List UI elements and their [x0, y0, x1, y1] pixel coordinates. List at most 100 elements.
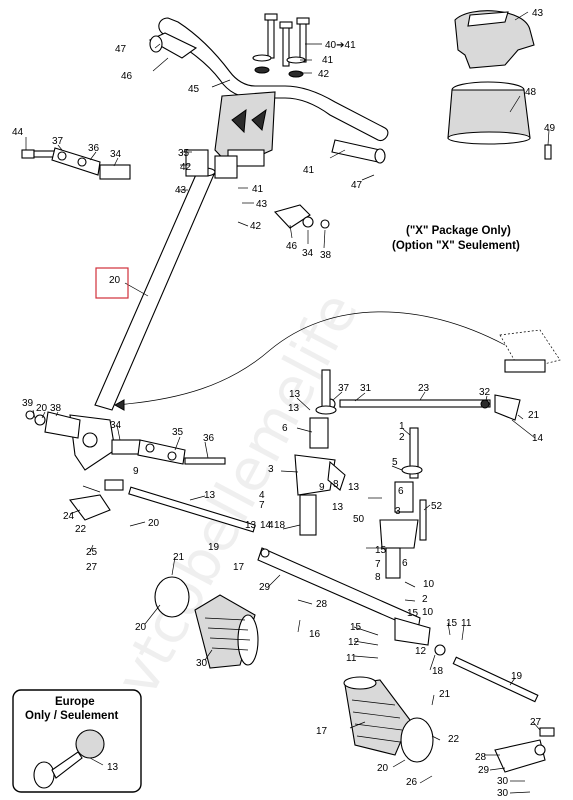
callout-16: 16: [309, 629, 321, 640]
callout-10: 10: [423, 579, 435, 590]
callout-36: 36: [203, 433, 215, 444]
arrow-head: [113, 399, 125, 411]
callout-29: 29: [259, 582, 271, 593]
callout-26: 26: [406, 777, 418, 788]
callout-52: 52: [431, 501, 443, 512]
callout-19: 19: [208, 542, 220, 553]
callout-21: 21: [173, 552, 185, 563]
callout-28: 28: [475, 752, 487, 763]
callout-13: 13: [204, 490, 216, 501]
boot-clamp-ring: [154, 576, 190, 618]
callout-17: 17: [316, 726, 328, 737]
column-lower-bracket: [69, 414, 116, 471]
callout-48: 48: [525, 87, 537, 98]
lower-tie-rod: [69, 479, 256, 533]
callout-14: 14: [532, 433, 544, 444]
right-spindle: [294, 369, 346, 536]
callout-39: 39: [22, 398, 34, 409]
europe-note-line2: Only / Seulement: [25, 710, 118, 722]
callout-23: 23: [418, 383, 430, 394]
callout-15: 15: [350, 622, 362, 633]
callout-20: 20: [377, 763, 389, 774]
callout-highlight-box: [95, 267, 129, 299]
left-boot: [194, 594, 259, 669]
callout-40-41: 40➔41: [325, 40, 356, 51]
lower-boot-clamp-ring: [400, 717, 434, 763]
x-package-note-line1: ("X" Package Only): [406, 225, 511, 237]
callout-20: 20: [148, 518, 160, 529]
upper-tie-rod: [324, 394, 521, 421]
callout-2: 2: [422, 594, 428, 605]
callout-30: 30: [497, 788, 509, 799]
steering-column: [94, 149, 238, 411]
callout-15: 15: [375, 545, 387, 556]
callout-46: 46: [121, 71, 133, 82]
callout-35: 35: [178, 148, 190, 159]
callout-11: 11: [346, 653, 357, 664]
callout-13: 13: [107, 762, 119, 773]
callout-11: 11: [461, 618, 472, 629]
callout-22: 22: [448, 734, 460, 745]
callout-17: 17: [233, 562, 245, 573]
callout-36: 36: [88, 143, 100, 154]
callout-7: 7: [259, 500, 265, 511]
callout-44: 44: [12, 127, 24, 138]
callout-42: 42: [318, 69, 330, 80]
callout-30: 30: [196, 658, 208, 669]
callout-9: 9: [319, 482, 325, 493]
callout-34: 34: [110, 149, 122, 160]
callout-43: 43: [175, 185, 187, 196]
callout-15: 15: [446, 618, 458, 629]
callout-10: 10: [422, 607, 434, 618]
callout-30: 30: [497, 776, 509, 787]
callout-15: 15: [407, 608, 419, 619]
lower-left-steering-arm: [25, 410, 81, 439]
callout-27: 27: [530, 717, 542, 728]
column-boot: [447, 81, 531, 145]
leader-lines: [25, 11, 550, 794]
callout-21: 21: [528, 410, 540, 421]
callout-12: 12: [348, 637, 360, 648]
horn: [33, 729, 105, 789]
callout-5: 5: [392, 457, 398, 468]
callout-7: 7: [375, 559, 381, 570]
callout-6: 6: [282, 423, 288, 434]
callout-25: 25: [86, 547, 98, 558]
callout-13: 13: [332, 502, 344, 513]
callout-13: 13: [288, 403, 300, 414]
callout-9: 9: [133, 466, 139, 477]
callout-6: 6: [402, 558, 408, 569]
callout-31: 31: [360, 383, 372, 394]
callout-19: 19: [511, 671, 523, 682]
callout-43: 43: [532, 8, 544, 19]
europe-note-line1: Europe: [55, 696, 95, 708]
callout-13: 13: [245, 520, 257, 531]
callout-32: 32: [479, 387, 491, 398]
callout-18: 18: [274, 520, 286, 531]
callout-50: 50: [353, 514, 365, 525]
callout-28: 28: [316, 599, 328, 610]
x-package-inset: [499, 329, 561, 373]
callout-20: 20: [109, 275, 121, 286]
callout-22: 22: [75, 524, 87, 535]
handlebar: [148, 17, 389, 164]
callout-41: 41: [322, 55, 334, 66]
callout-13: 13: [348, 482, 360, 493]
callout-24: 24: [63, 511, 75, 522]
callout-6: 6: [398, 486, 404, 497]
callout-43: 43: [256, 199, 268, 210]
callout-18: 18: [432, 666, 444, 677]
callout-27: 27: [86, 562, 98, 573]
callout-29: 29: [478, 765, 490, 776]
callout-4: 4: [268, 520, 274, 531]
upper-link-assembly: [21, 147, 131, 180]
callout-14: 14: [260, 520, 272, 531]
callout-37: 37: [338, 383, 350, 394]
callout-13: 13: [289, 389, 301, 400]
callout-34: 34: [110, 420, 122, 431]
callout-8: 8: [375, 572, 381, 583]
lower-right-steering-arm: [494, 727, 555, 773]
package-arrow-line: [114, 311, 506, 406]
